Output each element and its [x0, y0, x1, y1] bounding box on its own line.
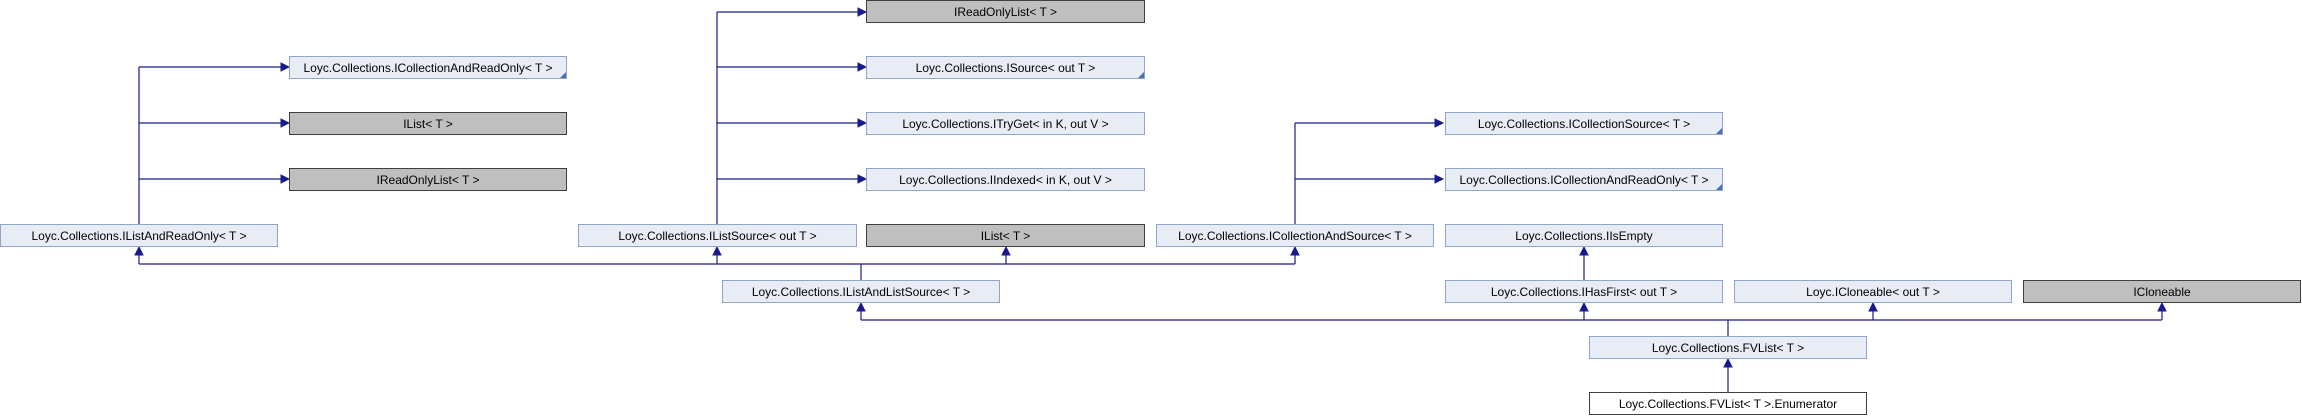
node-ilistsource[interactable]: Loyc.Collections.IListSource< out T >: [578, 224, 857, 247]
edge-ilistandreadonly-to-bases: [138, 62, 291, 224]
node-isource[interactable]: Loyc.Collections.ISource< out T >: [866, 56, 1145, 79]
node-iisempty[interactable]: Loyc.Collections.IIsEmpty: [1445, 224, 1723, 247]
node-itryget[interactable]: Loyc.Collections.ITryGet< in K, out V >: [866, 112, 1145, 135]
node-fvlist-enumerator: Loyc.Collections.FVList< T >.Enumerator: [1589, 392, 1867, 415]
node-icloneable: ICloneable: [2023, 280, 2301, 303]
edge-enumerator-to-fvlist: [1723, 357, 1733, 392]
node-iindexed[interactable]: Loyc.Collections.IIndexed< in K, out V >: [866, 168, 1145, 191]
node-ireadonlylist-left: IReadOnlyList< T >: [289, 168, 567, 191]
node-icloneable-generic[interactable]: Loyc.ICloneable< out T >: [1734, 280, 2012, 303]
node-icollectionandreadonly-right[interactable]: Loyc.Collections.ICollectionAndReadOnly<…: [1445, 168, 1723, 191]
node-ihasfirst[interactable]: Loyc.Collections.IHasFirst< out T >: [1445, 280, 1723, 303]
edge-ilistandlistsource-to-bases: [134, 245, 1300, 280]
node-corner-marker: [1716, 184, 1722, 190]
node-corner-marker: [1716, 128, 1722, 134]
node-ilistandlistsource[interactable]: Loyc.Collections.IListAndListSource< T >: [722, 280, 1000, 303]
node-fvlist[interactable]: Loyc.Collections.FVList< T >: [1589, 336, 1867, 359]
node-icollectionandsource[interactable]: Loyc.Collections.ICollectionAndSource< T…: [1156, 224, 1434, 247]
edge-ihasfirst-to-iisempty: [1579, 245, 1589, 280]
node-ilistandreadonly[interactable]: Loyc.Collections.IListAndReadOnly< T >: [0, 224, 278, 247]
node-corner-marker: [1138, 72, 1144, 78]
node-ireadonlylist-top: IReadOnlyList< T >: [866, 0, 1145, 23]
edge-fvlist-to-bases: [856, 301, 2167, 336]
node-ilist-mid: IList< T >: [866, 224, 1145, 247]
edge-ilistsource-to-bases: [716, 7, 868, 224]
node-corner-marker: [560, 72, 566, 78]
node-ilist-left: IList< T >: [289, 112, 567, 135]
node-icollectionandreadonly-left[interactable]: Loyc.Collections.ICollectionAndReadOnly<…: [289, 56, 567, 79]
edge-icollectionandsource-to-bases: [1294, 118, 1445, 224]
node-icollectionsource[interactable]: Loyc.Collections.ICollectionSource< T >: [1445, 112, 1723, 135]
